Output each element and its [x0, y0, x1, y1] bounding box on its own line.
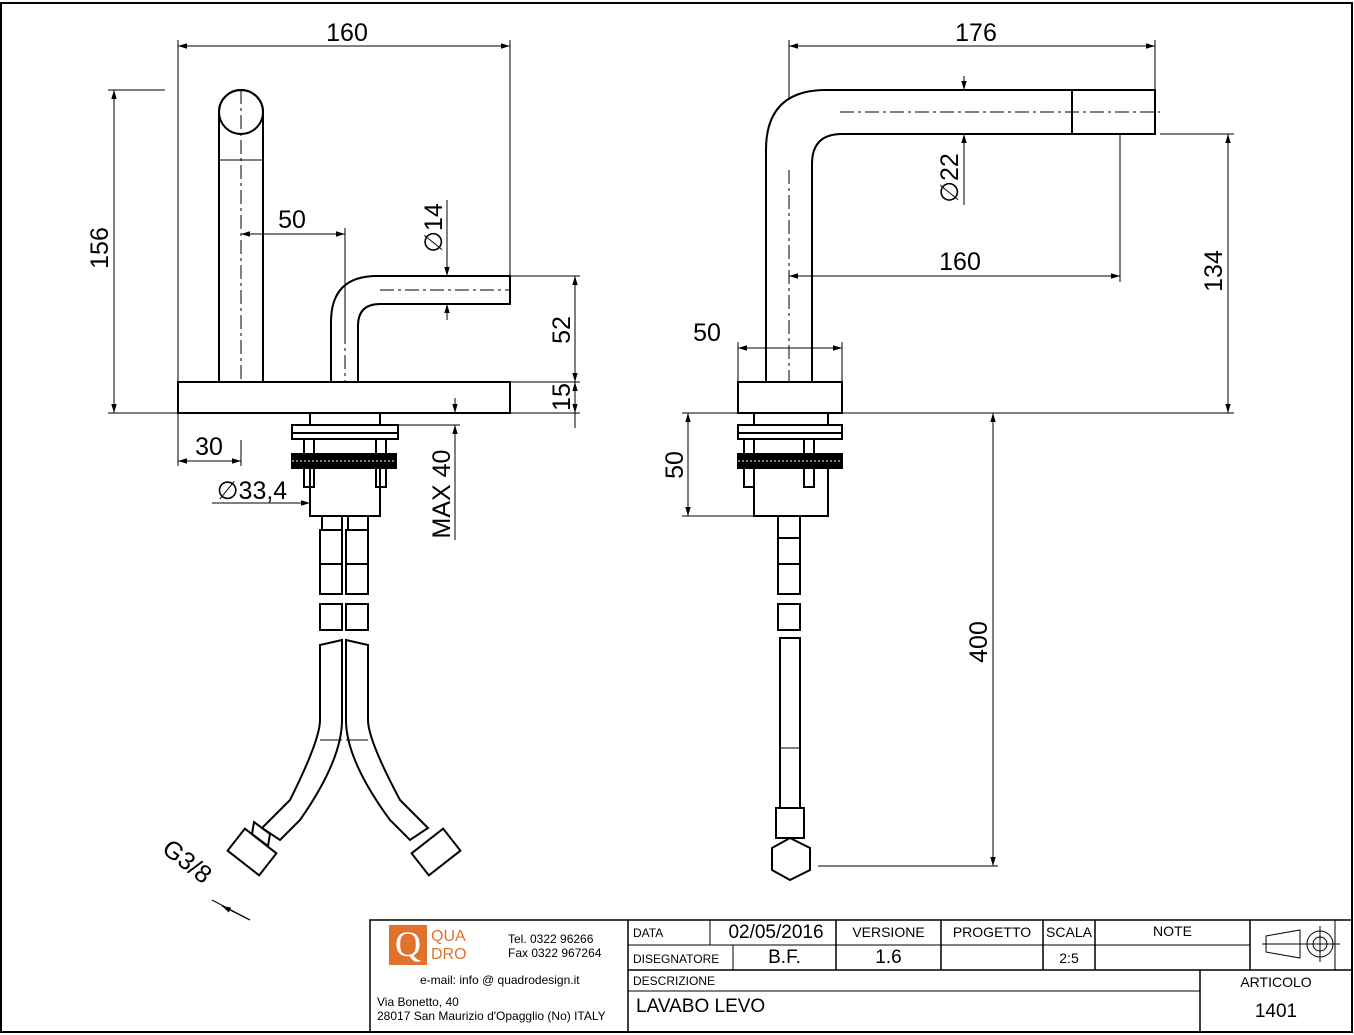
- dim-lever-offset-50: 50: [278, 206, 306, 234]
- right-view-dimensions: [682, 40, 1234, 867]
- dim-hose-thread: G3/8: [157, 834, 217, 889]
- base-plate: [177, 381, 511, 414]
- logo-text-line2: DRO: [431, 946, 467, 963]
- scala-value: 2:5: [1059, 950, 1079, 966]
- dim-reach-176: 176: [955, 19, 997, 47]
- dim-max-thickness: MAX 40: [428, 450, 456, 539]
- articolo-label: ARTICOLO: [1240, 974, 1312, 990]
- lever-handle: [330, 275, 511, 382]
- dim-shank-length-50: 50: [661, 451, 689, 479]
- company-fax: Fax 0322 967264: [508, 946, 602, 960]
- left-view-dimensions: [108, 40, 580, 921]
- articolo-value: 1401: [1254, 1001, 1298, 1022]
- dim-base-height-15: 15: [548, 383, 576, 411]
- dim-hose-length-400: 400: [965, 621, 993, 663]
- dim-base-width-50: 50: [693, 319, 721, 347]
- dim-lever-height-52: 52: [548, 316, 576, 344]
- company-tel: Tel. 0322 96266: [508, 932, 594, 946]
- data-value: 02/05/2016: [728, 922, 824, 943]
- versione-label: VERSIONE: [852, 924, 925, 940]
- company-logo: [389, 925, 427, 965]
- right-view-side: [737, 89, 1160, 882]
- disegnatore-value: B.F.: [768, 947, 801, 968]
- dim-spout-height-134: 134: [1200, 250, 1228, 292]
- dim-spout-diameter: ∅22: [936, 153, 964, 203]
- note-label: NOTE: [1153, 923, 1192, 939]
- projection-symbol-icon: [1262, 926, 1340, 962]
- dim-left-offset-30: 30: [195, 433, 223, 461]
- descrizione-label: DESCRIZIONE: [633, 974, 716, 988]
- dim-height-156: 156: [86, 227, 114, 269]
- dim-lever-diameter: ∅14: [420, 203, 448, 253]
- spout-body: [765, 89, 1156, 382]
- progetto-label: PROGETTO: [952, 924, 1032, 940]
- dim-shank-diameter: ∅33,4: [217, 477, 288, 505]
- logo-letter: Q: [395, 924, 421, 964]
- descrizione-value: LAVABO LEVO: [636, 996, 766, 1017]
- company-email: e-mail: info @ quadrodesign.it: [420, 973, 580, 987]
- company-address-1: Via Bonetto, 40: [377, 995, 459, 1009]
- logo-text-line1: QUA: [431, 928, 466, 945]
- title-block-grid: [369, 919, 1353, 1033]
- data-label: DATA: [633, 926, 664, 940]
- dim-width-160: 160: [326, 19, 368, 47]
- versione-value: 1.6: [875, 947, 902, 968]
- disegnatore-label: DISEGNATORE: [633, 952, 720, 966]
- scala-label: SCALA: [1046, 924, 1092, 940]
- company-address-2: 28017 San Maurizio d'Opagglio (No) ITALY: [377, 1009, 606, 1023]
- dim-spout-reach-160: 160: [939, 248, 981, 276]
